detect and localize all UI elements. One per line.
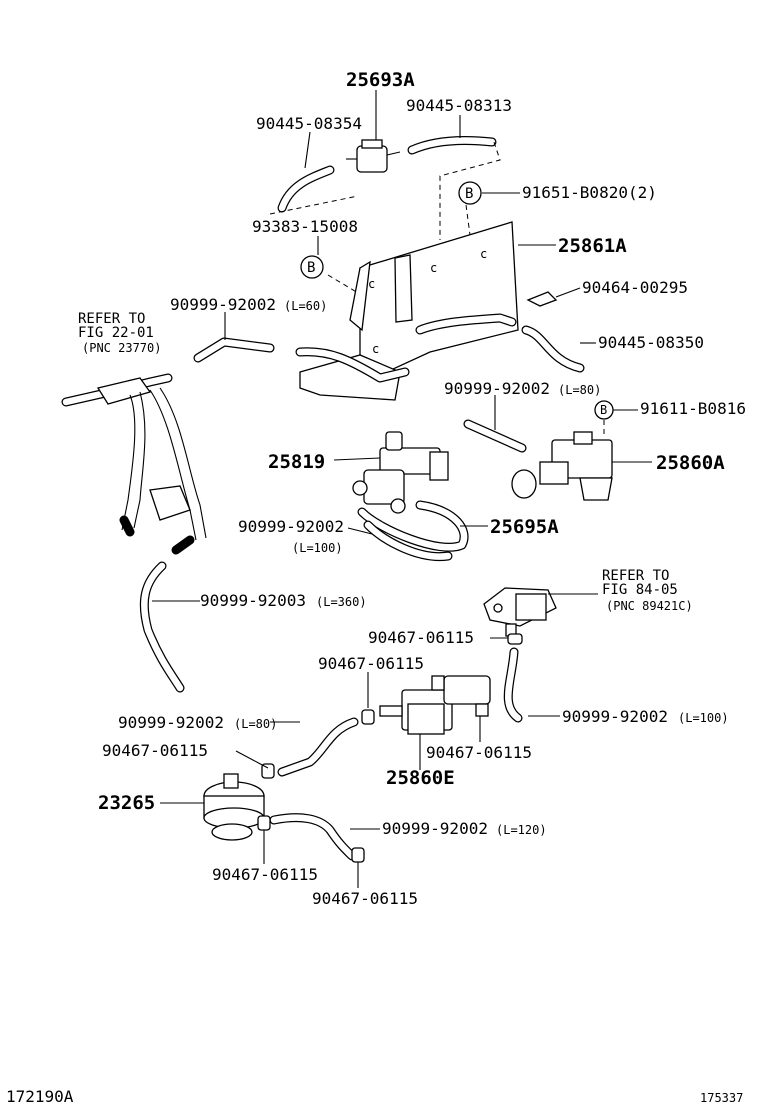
vsv-25860E xyxy=(379,675,491,735)
hose-90999-92003-L360 xyxy=(139,561,185,693)
ref2-line3: (PNC 89421C) xyxy=(606,599,693,613)
marker-b2: B xyxy=(300,255,324,279)
clip-90464-00295 xyxy=(526,291,558,307)
marker-b1: B xyxy=(458,181,482,205)
svg-text:c: c xyxy=(480,247,487,261)
label-90999-L100a-len: (L=100) xyxy=(292,541,343,555)
ref2-line2: FIG 84-05 xyxy=(602,582,678,598)
label-90999-L80b-len: (L=80) xyxy=(234,717,277,731)
label-91611-B0816: 91611-B0816 xyxy=(640,399,746,418)
label-90445-08354: 90445-08354 xyxy=(256,114,362,133)
ref2-line1: REFER TO xyxy=(602,568,669,584)
label-25693A: 25693A xyxy=(346,69,415,91)
label-90999-L80a: 90999-92002 xyxy=(444,379,550,398)
ref1-line3: (PNC 23770) xyxy=(82,341,161,355)
label-91651-B0820: 91651-B0820(2) xyxy=(522,183,657,202)
label-90999-L80b: 90999-92002 xyxy=(118,713,224,732)
intake-pipe-assembly xyxy=(61,373,207,555)
label-90467-b: 90467-06115 xyxy=(318,654,424,673)
vsv-filter-25693A xyxy=(346,139,401,173)
label-25861A: 25861A xyxy=(558,235,627,257)
hose-90999-92002-L60 xyxy=(193,337,275,363)
hose-90999-92002-L80-lower xyxy=(277,717,359,777)
clip-90467-b xyxy=(361,709,375,725)
hose-90445-08313 xyxy=(407,135,497,155)
marker-b3-text: B xyxy=(600,403,607,417)
valve-23265 xyxy=(203,773,265,841)
ref1-line2: FIG 22-01 xyxy=(78,325,154,341)
bracket-25861A: c c c c xyxy=(295,221,519,401)
label-90467-d: 90467-06115 xyxy=(102,741,208,760)
label-90999-92003: 90999-92003 xyxy=(200,591,306,610)
label-90467-f: 90467-06115 xyxy=(312,889,418,908)
label-90467-e: 90467-06115 xyxy=(212,865,318,884)
footer-left-code: 172190A xyxy=(6,1087,74,1106)
label-25819: 25819 xyxy=(268,451,325,473)
label-25695A: 25695A xyxy=(490,516,559,538)
label-25860A: 25860A xyxy=(656,452,725,474)
vsv-25860A xyxy=(511,431,613,501)
label-90999-92003-len: (L=360) xyxy=(316,595,367,609)
ref1-line1: REFER TO xyxy=(78,311,145,327)
clip-90467-a xyxy=(507,633,523,645)
label-90467-a: 90467-06115 xyxy=(368,628,474,647)
svg-text:c: c xyxy=(430,261,437,275)
label-23265: 23265 xyxy=(98,792,155,814)
hose-90445-08354 xyxy=(277,165,335,213)
hose-90445-08350 xyxy=(521,325,585,373)
vsv-25819 xyxy=(352,431,449,514)
label-90999-L100a: 90999-92002 xyxy=(238,517,344,536)
hose-90999-92002-L80 xyxy=(463,419,527,453)
label-93383-15008: 93383-15008 xyxy=(252,217,358,236)
label-90999-L80a-len: (L=80) xyxy=(558,383,601,397)
label-25860E: 25860E xyxy=(386,767,455,789)
leader-lines xyxy=(152,90,652,888)
pressure-sensor xyxy=(483,587,557,637)
clip-90467-e xyxy=(257,815,271,831)
hose-loop-25695A xyxy=(357,500,469,562)
label-90999-L60-len: (L=60) xyxy=(284,299,327,313)
label-90999-L100b-len: (L=100) xyxy=(678,711,729,725)
marker-b2-text: B xyxy=(307,260,315,276)
marker-b1-text: B xyxy=(465,186,473,202)
clip-90467-d xyxy=(261,763,275,779)
label-90999-L60: 90999-92002 xyxy=(170,295,276,314)
hose-90999-92002-L100-right xyxy=(503,647,523,723)
svg-text:c: c xyxy=(368,277,375,291)
label-90467-c: 90467-06115 xyxy=(426,743,532,762)
marker-b3: B xyxy=(594,400,614,420)
label-90445-08350: 90445-08350 xyxy=(598,333,704,352)
label-90999-L100b: 90999-92002 xyxy=(562,707,668,726)
label-90445-08313: 90445-08313 xyxy=(406,96,512,115)
label-90999-L120-len: (L=120) xyxy=(496,823,547,837)
clip-90467-f xyxy=(351,847,365,863)
hose-90999-92002-L120 xyxy=(269,813,357,861)
footer-right-code: 175337 xyxy=(700,1091,743,1105)
svg-text:c: c xyxy=(372,342,379,356)
label-90464-00295: 90464-00295 xyxy=(582,278,688,297)
label-90999-L120: 90999-92002 xyxy=(382,819,488,838)
